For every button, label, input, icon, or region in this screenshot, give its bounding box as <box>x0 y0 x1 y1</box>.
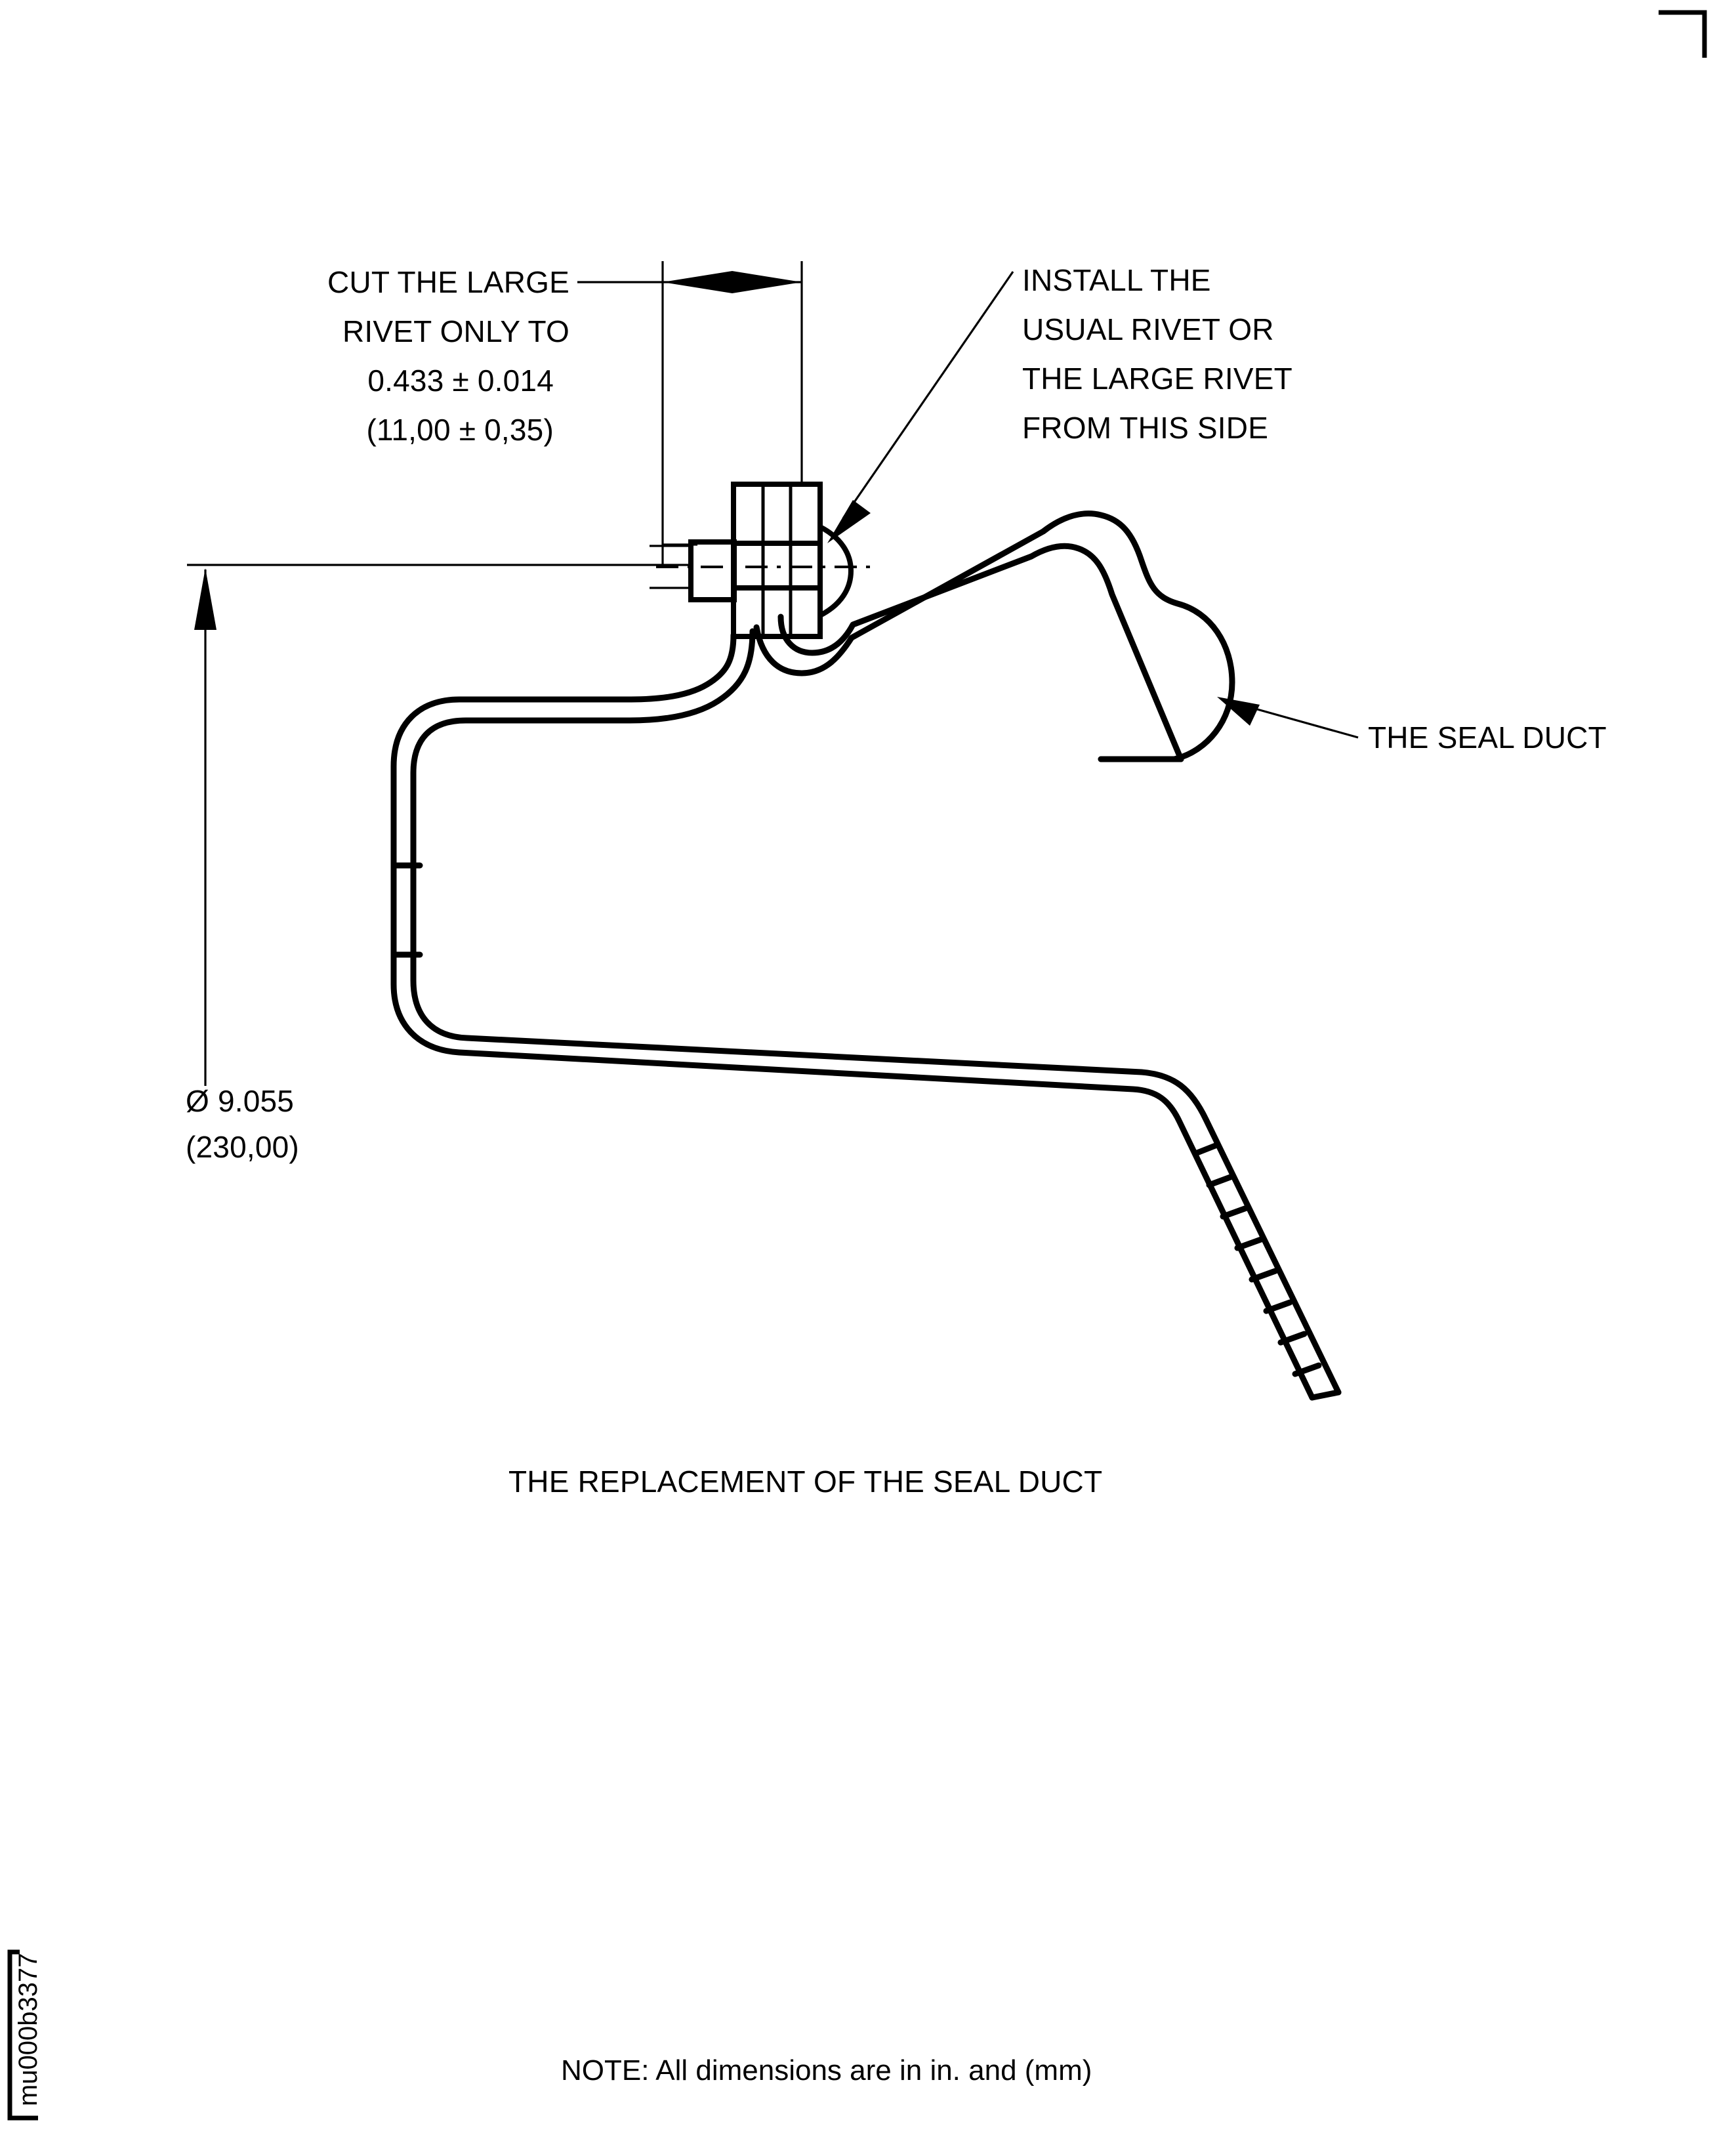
arrowhead-seal-duct <box>1217 697 1260 726</box>
install-rivet-line-4: FROM THIS SIDE <box>1022 411 1268 445</box>
corner-mark-bottom-left <box>7 1949 38 2121</box>
callout-seal-duct: THE SEAL DUCT <box>1368 720 1607 755</box>
seal-duct-label: THE SEAL DUCT <box>1368 720 1607 755</box>
figure-id-text: mu000b3377 <box>14 1953 43 2106</box>
seal-duct-outline <box>390 628 1342 1401</box>
seal-duct-bulb <box>753 510 1235 762</box>
figure-caption: THE REPLACEMENT OF THE SEAL DUCT <box>508 1464 1102 1499</box>
dimension-rivet-cut <box>577 261 803 568</box>
dimension-seal-diameter <box>187 564 691 1086</box>
note-text: NOTE: All dimensions are in in. and (mm) <box>561 2054 1092 2087</box>
diameter-line-2: (230,00) <box>186 1130 299 1164</box>
arrowhead-right <box>732 271 802 293</box>
arrowhead-left <box>663 271 732 293</box>
install-rivet-line-1: INSTALL THE <box>1022 263 1211 297</box>
cut-rivet-line-1: CUT THE LARGE <box>327 265 569 299</box>
cut-rivet-line-2: RIVET ONLY TO <box>342 314 569 348</box>
arrowhead-up <box>194 568 217 630</box>
leader-install-rivet <box>827 271 1014 543</box>
rivet-assembly <box>650 273 873 639</box>
caption-text: THE REPLACEMENT OF THE SEAL DUCT <box>508 1464 1102 1499</box>
install-rivet-line-2: USUAL RIVET OR <box>1022 312 1274 346</box>
callout-install-rivet: INSTALL THE USUAL RIVET OR THE LARGE RIV… <box>1022 263 1292 445</box>
callout-cut-rivet: CUT THE LARGE RIVET ONLY TO 0.433 ± 0.01… <box>327 265 569 447</box>
callout-diameter: Ø 9.055 (230,00) <box>186 1084 299 1164</box>
tail-hatch-marks <box>1192 1142 1322 1377</box>
install-rivet-line-3: THE LARGE RIVET <box>1022 362 1292 396</box>
cut-rivet-line-4: (11,00 ± 0,35) <box>367 413 554 447</box>
leader-seal-duct <box>1217 697 1359 739</box>
figure-note: NOTE: All dimensions are in in. and (mm) <box>561 2054 1092 2087</box>
figure-id: mu000b3377 <box>14 1953 43 2106</box>
arrowhead-install-rivet <box>827 500 871 543</box>
corner-mark-top-right <box>1659 10 1707 58</box>
diameter-line-1: Ø 9.055 <box>186 1084 294 1118</box>
cut-rivet-line-3: 0.433 ± 0.014 <box>367 363 554 398</box>
